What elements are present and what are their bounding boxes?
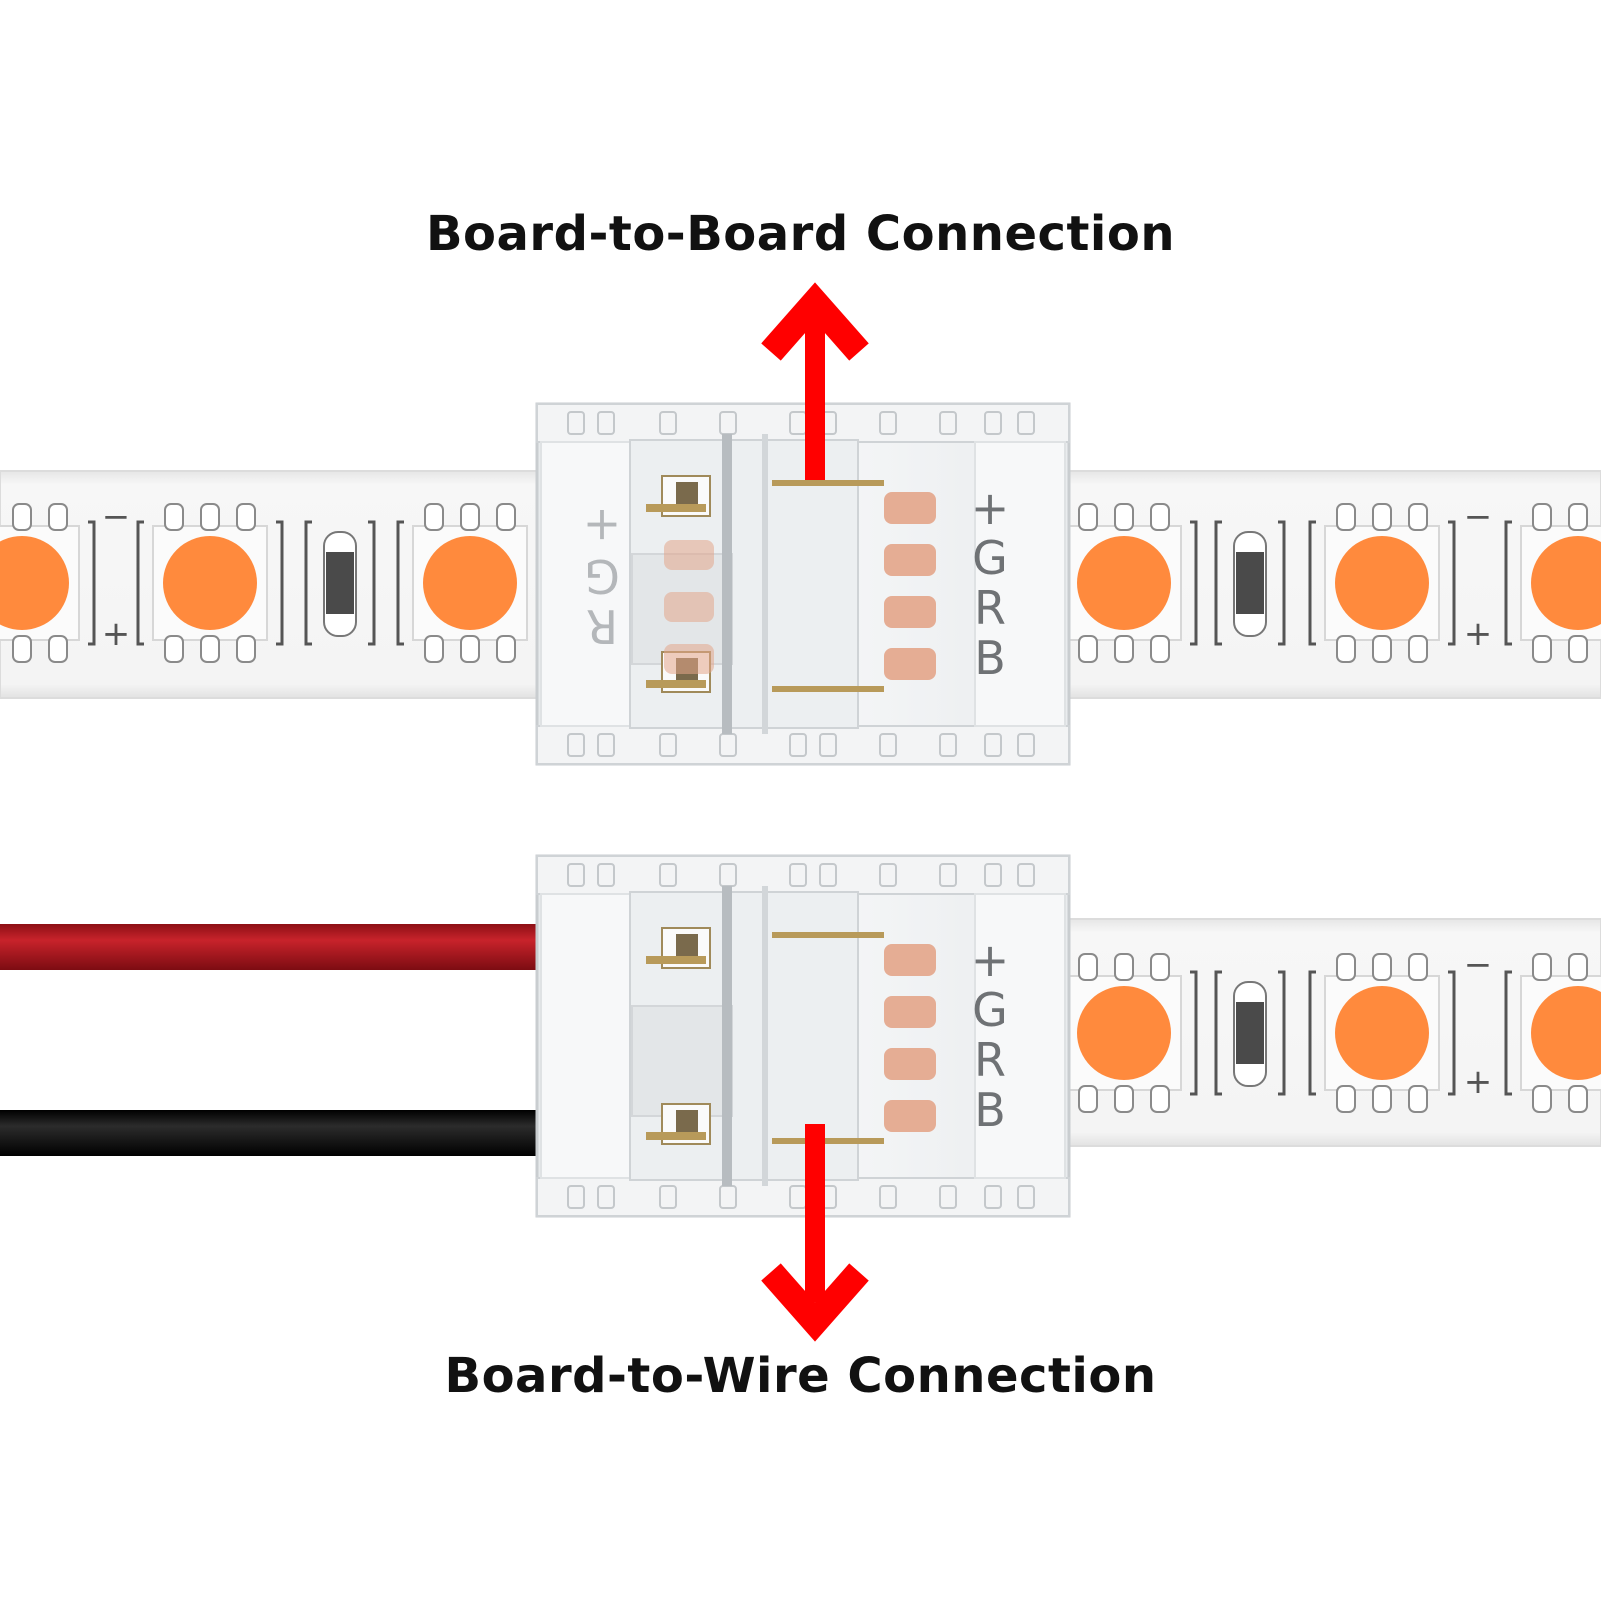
copper-pad [664,644,714,674]
led-chip [1308,503,1456,663]
pad-label: R [974,581,1006,635]
resistor [1214,970,1286,1096]
copper-pad [884,596,936,628]
copper-pad [664,592,714,622]
led-light [1077,536,1171,630]
copper-pad [664,540,714,570]
resistor [1214,520,1286,646]
polarity-mark: + [102,614,131,654]
pad-label-mirrored: + [583,499,622,553]
led-chip [1050,953,1198,1113]
pad-label: G [972,531,1008,585]
connector-board-to-wire [535,854,1071,1218]
pad-label: R [974,1033,1006,1087]
board-to-wire-caption: Board-to-Wire Connection [444,1348,1157,1404]
pad-label: G [972,983,1008,1037]
led-light [1531,536,1601,630]
copper-pad [884,944,936,976]
led-chip [1504,503,1601,663]
pad-label-mirrored: R [586,599,618,653]
led-light [163,536,257,630]
polarity-mark: − [1464,945,1493,985]
copper-pad [884,492,936,524]
polarity-mark: + [1464,1062,1493,1102]
led-chip [0,503,96,663]
led-chip [136,503,284,663]
connector-board-to-board [535,402,1071,766]
copper-pad [884,996,936,1028]
copper-pad [884,1100,936,1132]
resistor [304,520,376,646]
copper-pad [884,1048,936,1080]
led-chip [396,503,544,663]
polarity-mark: − [1464,497,1493,537]
led-light [1531,986,1601,1080]
pad-label: + [971,933,1010,987]
led-chip [1504,953,1601,1113]
connector-layer [535,402,1071,1218]
led-light [1335,536,1429,630]
polarity-mark: + [1464,614,1493,654]
led-light [423,536,517,630]
pad-label: B [974,631,1006,685]
led-light [0,536,69,630]
led-chip [1308,953,1456,1113]
arrow-down-icon [761,1124,869,1342]
copper-pad [884,648,936,680]
led-light [1077,986,1171,1080]
led-chip [1050,503,1198,663]
board-to-board-caption: Board-to-Board Connection [425,206,1176,262]
polarity-mark: − [102,497,131,537]
pad-label-mirrored: G [584,549,620,603]
pad-label: B [974,1083,1006,1137]
led-layer: + − + − + − [0,497,1601,1113]
copper-pad [884,544,936,576]
pad-label: + [971,481,1010,535]
arrow-up-icon [761,282,869,480]
led-light [1335,986,1429,1080]
